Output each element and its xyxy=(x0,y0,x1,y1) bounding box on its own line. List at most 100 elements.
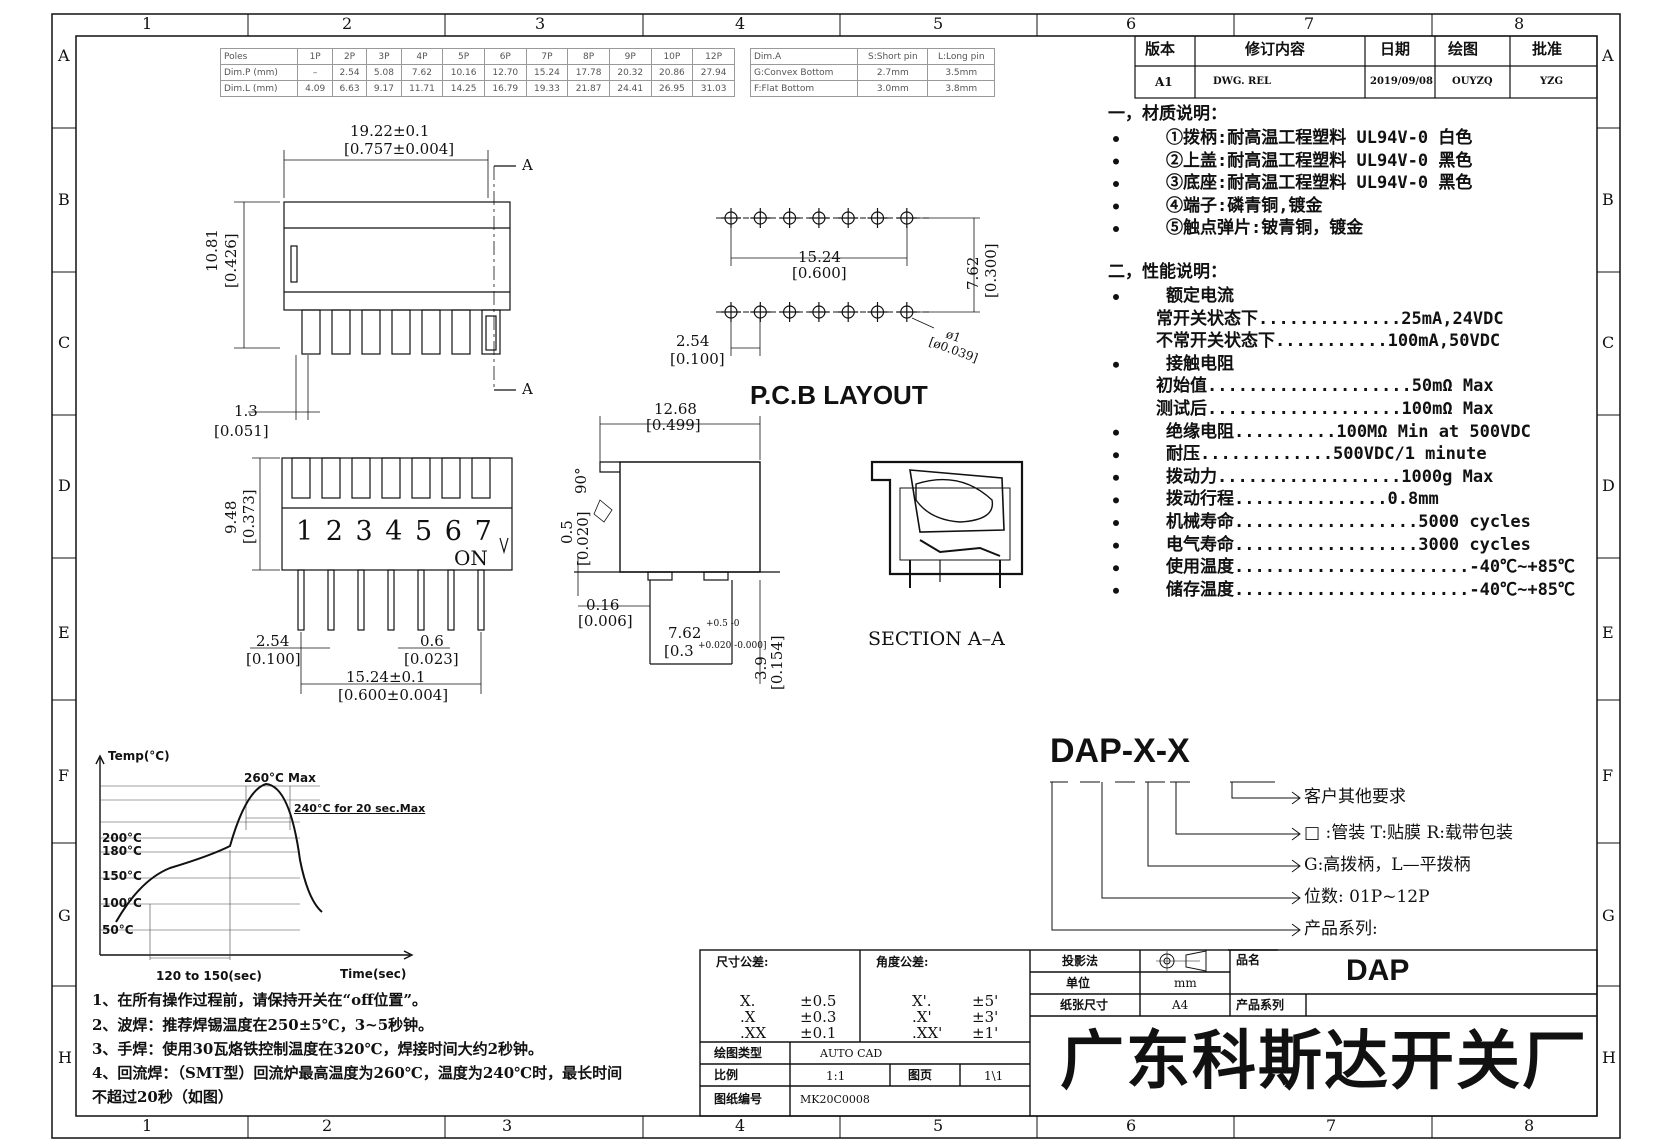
dim-pin-width: 0.6 xyxy=(420,632,444,650)
table-cell: 1P xyxy=(297,48,333,65)
performance-line: 不常开关状态下...........100mA,50VDC xyxy=(1156,331,1501,352)
performance-line: 接触电阻 xyxy=(1166,353,1234,374)
drawing-no: MK20C0008 xyxy=(800,1093,870,1106)
pcb-hole xyxy=(750,208,771,228)
performance-line: 绝缘电阻..........100MΩ Min at 500VDC xyxy=(1166,421,1531,442)
performance-line: 耐压.............500VDC/1 minute xyxy=(1166,444,1487,465)
grid-row-label: A xyxy=(58,46,70,65)
grid-col-label: 4 xyxy=(735,1116,746,1135)
angle-tolerance-label: 角度公差: xyxy=(876,955,929,969)
pcb-hole xyxy=(808,208,829,228)
table-cell: 5P xyxy=(442,48,485,65)
on-label: ON xyxy=(454,546,488,570)
table-cell: Poles xyxy=(219,48,299,65)
table-cell: 21.87 xyxy=(567,80,610,97)
table-cell: 7P xyxy=(525,48,569,65)
table-cell: 20.86 xyxy=(650,64,694,81)
dim-height: 10.81 xyxy=(203,229,221,272)
dim-0-5-in: [0.020] xyxy=(574,511,592,566)
tolerance-value: .XX xyxy=(740,1024,767,1042)
dim-pin-width-in: [0.023] xyxy=(404,650,459,668)
dim-row-spacing-in: [0.3 xyxy=(664,642,694,660)
table-cell: 2.7mm xyxy=(857,64,929,81)
table-cell: 3.5mm xyxy=(927,64,995,81)
paper-label: 纸张尺寸 xyxy=(1060,998,1109,1012)
dim-front-height: 9.48 xyxy=(222,500,240,534)
pn-legend-handle: G:高拨柄，L—平拨柄 xyxy=(1304,855,1471,875)
table-cell: 2P xyxy=(331,48,368,65)
tolerance-value: X. xyxy=(740,992,756,1010)
grid-row-label: C xyxy=(58,333,71,352)
draw-type: AUTO CAD xyxy=(820,1047,883,1060)
performance-line: 额定电流 xyxy=(1166,286,1234,306)
performance-line: 拨动行程...............0.8mm xyxy=(1166,489,1439,510)
performance-line: 使用温度.......................-40℃~+85℃ xyxy=(1166,557,1576,578)
pcb-hole xyxy=(867,302,888,322)
list-bullet xyxy=(1113,361,1119,368)
table-cell: 9.17 xyxy=(366,80,402,97)
material-item: ①拨柄:耐高温工程塑料 UL94V-0 白色 xyxy=(1166,128,1473,148)
grid-col-label: 3 xyxy=(502,1116,513,1135)
list-bullet xyxy=(1113,136,1119,142)
performance-line: 储存温度.......................-40℃~+85℃ xyxy=(1166,579,1576,600)
reflow-preheat: 120 to 150(sec) xyxy=(156,969,262,983)
dim-0-16: 0.16 xyxy=(586,596,620,614)
rev-header-drawn: 绘图 xyxy=(1448,40,1479,58)
pcb-hole xyxy=(808,302,829,322)
performance-line: 测试后...................100mΩ Max xyxy=(1156,399,1494,419)
tolerance-value: ±5' xyxy=(972,992,999,1010)
dim-span-in: [0.600±0.004] xyxy=(338,686,449,704)
section-label: SECTION A–A xyxy=(868,628,1005,650)
dim-0-16-in: [0.006] xyxy=(578,612,633,630)
note-1: 1、在所有操作过程前，请保持开关在“off位置”。 xyxy=(92,991,428,1009)
table-cell: 14.25 xyxy=(442,80,485,97)
table-cell: G:Convex Bottom xyxy=(749,64,859,81)
grid-row-label: D xyxy=(1602,476,1615,495)
table-cell: 26.95 xyxy=(650,80,694,97)
dim-row-tolerance: +0.5 -0 xyxy=(706,619,740,629)
performance-line: 常开关状态下..............25mA,24VDC xyxy=(1156,308,1504,329)
pcb-hole xyxy=(838,208,859,228)
dim-row-spacing: 7.62 xyxy=(668,624,702,642)
list-bullet xyxy=(1113,520,1119,526)
list-bullet xyxy=(1113,203,1119,210)
grid-col-label: 5 xyxy=(933,14,944,33)
part-name-label: 品名 xyxy=(1236,953,1261,967)
table-cell: – xyxy=(297,64,333,81)
dim-pitch-in: [0.100] xyxy=(246,650,301,668)
tolerance-value: .X' xyxy=(912,1008,932,1026)
dim-angle: 90° xyxy=(572,467,590,494)
list-bullet xyxy=(1113,294,1119,300)
grid-col-label: 5 xyxy=(933,1116,944,1135)
grid-row-label: D xyxy=(58,476,71,495)
dim-tolerance-label: 尺寸公差: xyxy=(716,955,769,969)
grid-row-label: B xyxy=(1602,190,1614,209)
pcb-layout-label: P.C.B LAYOUT xyxy=(750,380,928,410)
pcb-pitch: 2.54 xyxy=(676,332,710,350)
pcb-hole xyxy=(896,302,917,322)
material-item: ⑤触点弹片:铍青铜，镀金 xyxy=(1166,218,1364,238)
page-label: 图页 xyxy=(908,1068,933,1082)
pn-legend-series: 产品系列: xyxy=(1304,919,1378,939)
grid-col-label: 2 xyxy=(322,1116,333,1135)
section-marker-bottom: A xyxy=(522,380,533,398)
series-label: 产品系列 xyxy=(1236,998,1285,1012)
table-cell: 10.16 xyxy=(442,64,485,81)
grid-row-label: A xyxy=(1602,46,1614,65)
note-4-cont: 不超过20秒（如图） xyxy=(92,1088,233,1106)
dim-span: 15.24±0.1 xyxy=(346,668,426,686)
performance-line: 机械寿命..................5000 cycles xyxy=(1166,512,1531,532)
tolerance-value: X'. xyxy=(912,992,932,1010)
reflow-tick: 150°C xyxy=(102,869,142,883)
switch-position-numbers: 1 2 3 4 5 6 7 xyxy=(296,516,494,547)
paper: A4 xyxy=(1172,998,1189,1012)
table-cell: 31.03 xyxy=(692,80,735,97)
pcb-span-in: [0.600] xyxy=(792,264,847,282)
grid-col-label: 7 xyxy=(1304,14,1315,33)
reflow-x-title: Time(sec) xyxy=(340,967,407,981)
